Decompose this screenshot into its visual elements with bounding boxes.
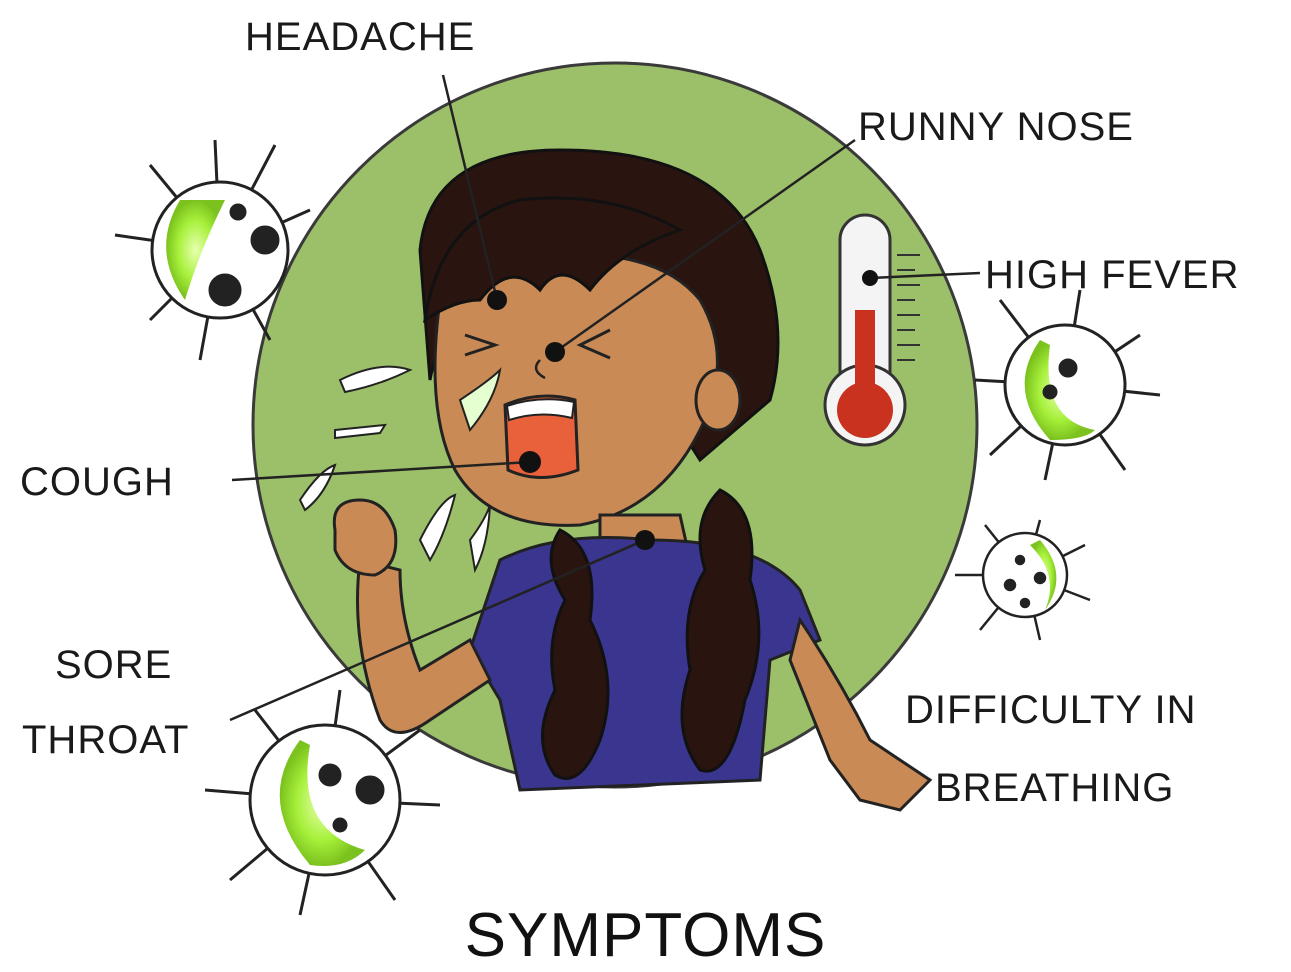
- label-high-fever: HIGH FEVER: [985, 255, 1239, 295]
- label-headache: HEADACHE: [245, 17, 475, 57]
- page-title: SYMPTOMS: [0, 905, 1291, 967]
- label-sore: SORE: [55, 645, 172, 685]
- ear: [696, 370, 740, 430]
- label-throat: THROAT: [22, 720, 189, 760]
- label-difficulty: DIFFICULTY IN: [905, 690, 1197, 730]
- virus-icon: [955, 520, 1090, 640]
- label-breathing: BREATHING: [935, 768, 1174, 808]
- label-cough: COUGH: [20, 462, 174, 502]
- fist: [334, 500, 396, 575]
- label-runny-nose: RUNNY NOSE: [858, 107, 1134, 147]
- virus-icon: [975, 290, 1160, 480]
